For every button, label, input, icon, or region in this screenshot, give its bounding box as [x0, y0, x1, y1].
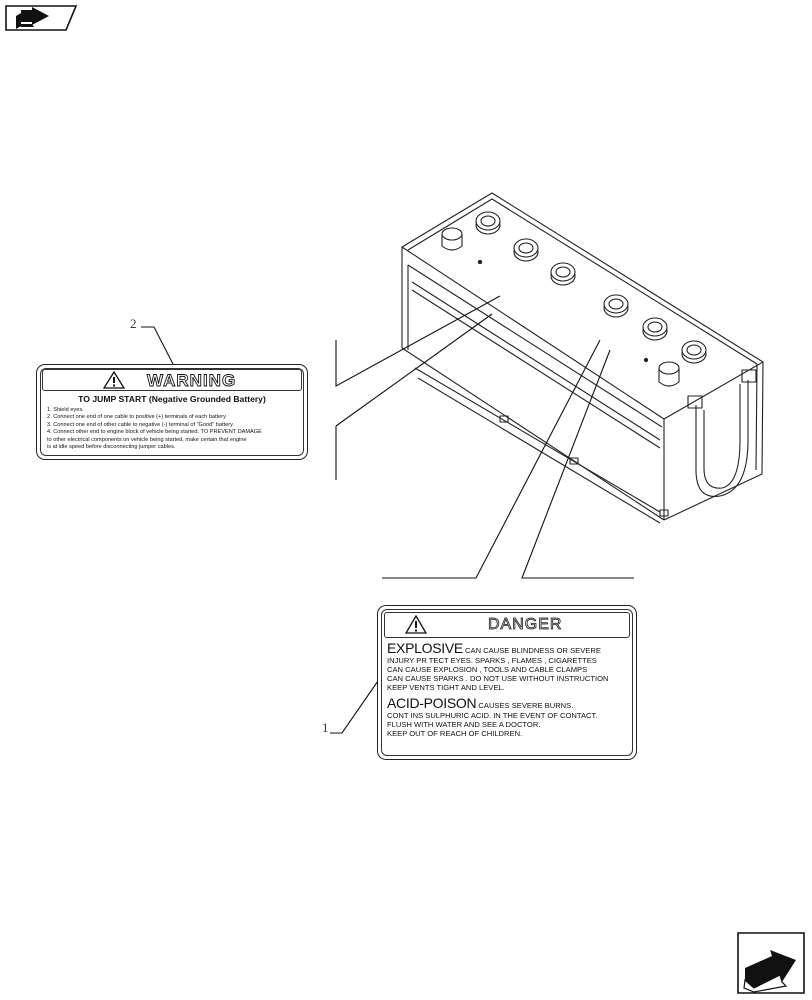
- callout-number-2: 2: [130, 316, 137, 331]
- warning-instructions: 1. Shield eyes. 2. Connect one end of on…: [47, 407, 303, 451]
- warning-line: 1. Shield eyes.: [47, 407, 84, 413]
- acid-headline: ACID-POISON: [387, 695, 477, 711]
- warning-title: WARNING: [147, 371, 237, 391]
- warning-triangle-icon: [103, 371, 125, 389]
- explosive-line: INJURY PR TECT EYES. SPARKS , FLAMES , C…: [387, 656, 597, 665]
- explosive-headline: EXPLOSIVE: [387, 640, 463, 656]
- warning-triangle-icon: [405, 615, 427, 634]
- decal-inner-border: [381, 609, 633, 756]
- warning-line: 2. Connect one end of one cable to posit…: [47, 414, 226, 421]
- explosive-line: CAN CAUSE SPARKS . DO NOT USE WITHOUT IN…: [387, 674, 609, 683]
- catalog-book-arrow-icon[interactable]: [4, 4, 78, 32]
- explosive-paragraph: EXPLOSIVE CAN CAUSE BLINDNESS OR SEVERE …: [387, 640, 632, 692]
- acid-line: FLUSH WITH WATER AND SEE A DOCTOR.: [387, 720, 541, 729]
- decal-header: DANGER: [384, 612, 630, 638]
- explosive-lead: CAN CAUSE BLINDNESS OR SEVERE: [465, 646, 601, 655]
- warning-line: to other electrical components on vehicl…: [47, 436, 247, 443]
- warning-subtitle: TO JUMP START (Negative Grounded Battery…: [78, 394, 266, 404]
- callout-number-1: 1: [322, 720, 329, 735]
- warning-decal: WARNING TO JUMP START (Negative Grounded…: [36, 364, 308, 460]
- warning-line: 3. Connect one end of other cable to neg…: [47, 421, 235, 428]
- explosive-line: KEEP VENTS TIGHT AND LEVEL.: [387, 683, 505, 692]
- explosive-line: CAN CAUSE EXPLOSION , TOOLS AND CABLE CL…: [387, 665, 588, 674]
- warning-line: is at idle speed before disconnecting ju…: [47, 444, 176, 451]
- danger-title: DANGER: [488, 616, 563, 634]
- danger-decal: DANGER EXPLOSIVE CAN CAUSE BLINDNESS OR …: [377, 605, 637, 760]
- acid-line: CONT INS SULPHURIC ACID. IN THE EVENT OF…: [387, 711, 598, 720]
- decal-inner-border: [40, 368, 304, 456]
- acid-paragraph: ACID-POISON CAUSES SEVERE BURNS. CONT IN…: [387, 695, 632, 738]
- acid-lead: CAUSES SEVERE BURNS.: [478, 701, 574, 710]
- danger-body: EXPLOSIVE CAN CAUSE BLINDNESS OR SEVERE …: [387, 640, 632, 738]
- decal-header: WARNING: [42, 369, 302, 391]
- acid-line: KEEP OUT OF REACH OF CHILDREN.: [387, 729, 523, 738]
- next-page-arrow-icon[interactable]: [736, 930, 806, 996]
- warning-line: 4. Connect other end to engine block of …: [47, 429, 262, 436]
